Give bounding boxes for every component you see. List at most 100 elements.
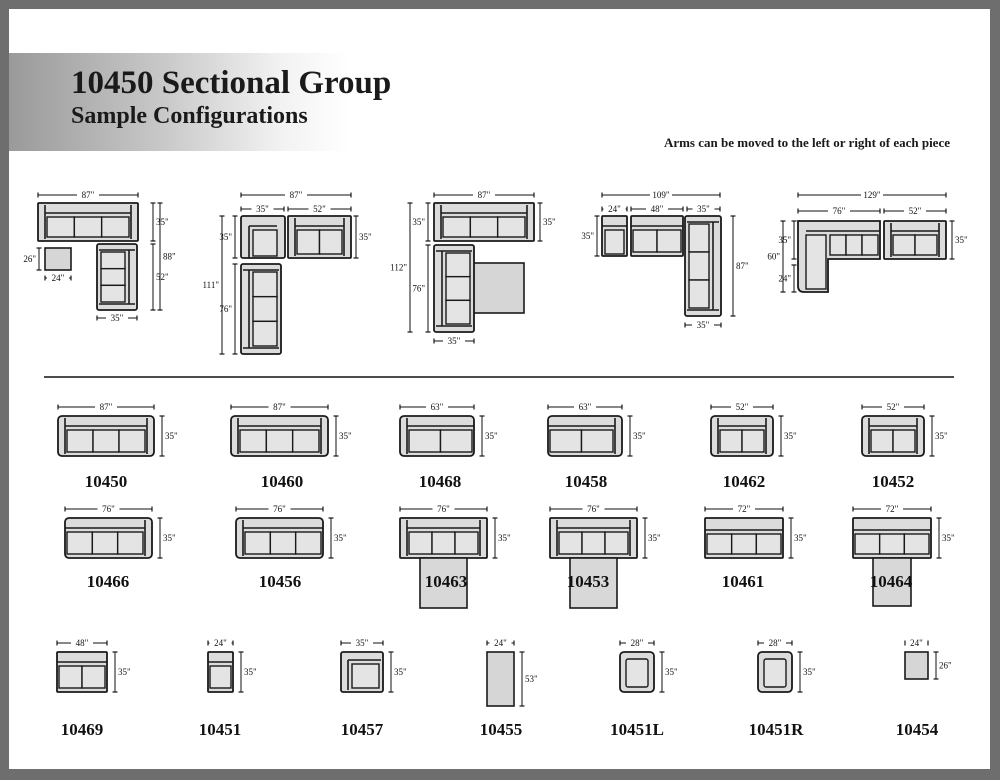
seat-cushion [116,531,144,555]
seat-cushion [688,223,710,253]
product-10457: 35" 35" 10457 [340,638,407,739]
dimension-label: 76" [102,504,115,514]
chaise-extension [419,557,468,609]
dimension-label: 72" [738,504,751,514]
product-code: 10451 [199,720,242,739]
dimension-label: 35" [485,431,498,441]
dimension-label: 60" [767,252,780,262]
dimension-label: 76" [437,504,450,514]
dimension-label: 35" [778,235,791,245]
seat-cushion [741,429,765,453]
dimension-label: 24" [778,274,791,284]
product-code: 10451R [749,720,805,739]
dimension-label: 35" [356,638,369,648]
seat-cushion [244,531,272,555]
dimension-label: 35" [665,667,678,677]
product-10452: 52"35"10452 [861,402,948,491]
seat-cushion [854,533,881,555]
product-code: 10457 [341,720,384,739]
dimension-label: 35" [165,431,178,441]
seat-cushion [252,295,278,323]
product-code: 10466 [87,572,130,591]
seat-cushion [92,429,120,453]
dimension-label: 28" [631,638,644,648]
arms-note: Arms can be moved to the left or right o… [663,135,950,150]
product-code: 10452 [872,472,915,491]
dimension-label: 87" [82,190,95,200]
dimension-label: 24" [52,273,65,283]
seat-cushion [730,533,758,555]
configuration-2: 87"35"52"35"35"111"76" [202,190,372,355]
dimension-label: 35" [794,533,807,543]
seat-cushion [91,531,119,555]
dimension-label: 35" [244,667,257,677]
seat-cushion [445,299,471,325]
dimension-label: 35" [219,232,232,242]
seat-cushion [469,216,499,238]
seat-cushion [118,429,146,453]
seat-cushion [755,533,782,555]
product-code: 10455 [480,720,523,739]
dimension-label: 24" [910,638,923,648]
product-10451R: 28"35"10451R [749,638,816,739]
product-10461: 72" 35" 10461 [704,504,807,591]
seat-cushion [445,275,471,302]
dimension-label: 87" [100,402,113,412]
product-10462: 52"35"10462 [710,402,797,491]
dimension-label: 52" [909,206,922,216]
table-piece [486,651,515,707]
seat-cushion [291,429,320,453]
product-code: 10458 [565,472,608,491]
product-10450: 87"35"10450 [57,402,178,491]
dimension-label: 35" [412,217,425,227]
dimension-label: 24" [214,638,227,648]
dimension-label: 35" [163,533,176,543]
product-code: 10468 [419,472,462,491]
ottoman [469,262,525,314]
seat-cushion [294,531,322,555]
product-code: 10454 [896,720,939,739]
chaise-cushion [805,234,827,290]
dimension-label: 87" [273,402,286,412]
dimension-label: 35" [394,667,407,677]
dimension-label: 35" [697,204,710,214]
seat-cushion [604,531,629,555]
seat-cushion [688,251,710,281]
seat-cushion [892,429,916,453]
seat-cushion [252,320,278,347]
product-10455: 24"53"10455 [480,638,538,739]
dimension-label: 72" [886,504,899,514]
seat-cushion [496,216,526,238]
dimension-label: 112" [390,263,407,273]
product-10458: 63"35"10458 [547,402,646,491]
product-10468: 63" 35" 10468 [399,402,498,491]
seat-cushion [580,429,614,453]
title-band [9,53,349,151]
product-code: 10460 [261,472,304,491]
configuration-5: 129"76"52"35"35"60"24" [767,190,968,293]
seat-cushion [632,229,658,253]
seat-cushion [296,229,321,255]
dimension-label: 35" [543,217,556,227]
seat-cushion [763,658,787,688]
dimension-label: 63" [431,402,444,412]
seat-cushion [439,429,473,453]
dimension-label: 53" [525,674,538,684]
dimension-label: 76" [587,504,600,514]
seat-cushion [46,216,76,238]
seat-cushion [558,531,583,555]
seat-cushion [829,234,847,256]
seat-cushion [914,234,938,256]
seat-cushion [445,252,471,278]
dimension-label: 28" [769,638,782,648]
seat-cushion [73,216,103,238]
product-code: 10461 [722,572,765,591]
dimension-label: 48" [651,204,664,214]
seat-cushion [878,533,906,555]
seat-cushion [442,216,472,238]
end-table [44,247,72,271]
product-code: 10469 [61,720,104,739]
dimension-label: 63" [579,402,592,412]
dimension-label: 35" [935,431,948,441]
